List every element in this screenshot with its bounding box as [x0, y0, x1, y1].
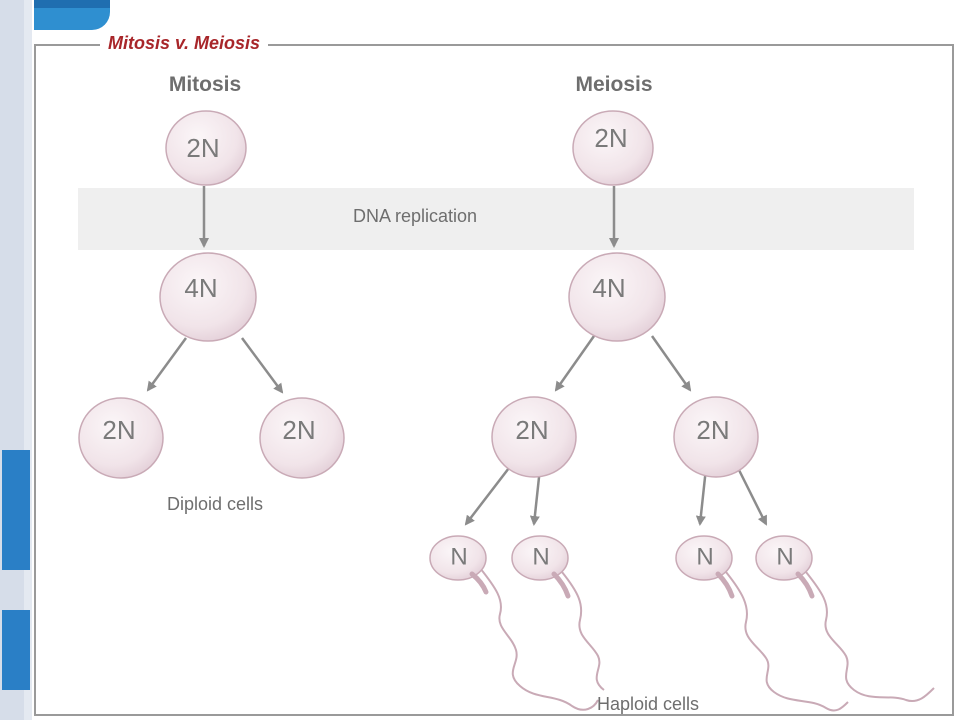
cell-label: N [450, 543, 467, 570]
band-label: DNA replication [353, 206, 477, 226]
cell-meiosis-top: 2N [572, 110, 654, 186]
dna-replication-band [78, 188, 914, 250]
cell-meiosis-left: 2N [491, 396, 577, 478]
arrow [240, 337, 284, 394]
diagram-title: Mitosis v. Meiosis [100, 33, 269, 54]
cell-label: 2N [696, 415, 729, 445]
cell-mitosis-top: 2N [165, 110, 247, 186]
slide-corner-shade [34, 0, 110, 8]
arrow [650, 335, 692, 392]
cell-label: 2N [594, 123, 627, 153]
arrow [464, 463, 513, 526]
cell-label: N [776, 543, 793, 570]
arrow [734, 463, 768, 526]
edge-stripe [0, 0, 24, 720]
sperm-cell-3: N [675, 535, 849, 712]
mitosis-header: Mitosis [169, 73, 241, 96]
arrow [554, 335, 596, 392]
cell-label: 2N [186, 133, 219, 163]
diploid-caption: Diploid cells [167, 494, 263, 514]
cell-mitosis-left: 2N [78, 397, 164, 479]
cell-label: N [532, 543, 549, 570]
meiosis-header: Meiosis [575, 73, 652, 96]
cell-label: 4N [592, 273, 625, 303]
cell-meiosis-right: 2N [673, 396, 759, 478]
sperm-cell-4: N [755, 535, 935, 702]
cell-mitosis-mid: 4N [159, 252, 257, 342]
edge-accent [2, 610, 30, 690]
slide-left-edge [0, 0, 32, 720]
cell-mitosis-right: 2N [259, 397, 345, 479]
cell-label: 2N [282, 415, 315, 445]
sperm-cell-2: N [511, 535, 605, 691]
arrow [146, 337, 188, 392]
cell-label: N [696, 543, 713, 570]
edge-accent [2, 450, 30, 570]
cell-label: 2N [102, 415, 135, 445]
haploid-caption: Haploid cells [597, 694, 699, 714]
cell-label: 2N [515, 415, 548, 445]
cell-label: 4N [184, 273, 217, 303]
diagram-frame [34, 44, 954, 716]
cell-meiosis-mid: 4N [568, 252, 666, 342]
sperm-cell-1: N [429, 535, 599, 711]
arrow [695, 467, 708, 526]
